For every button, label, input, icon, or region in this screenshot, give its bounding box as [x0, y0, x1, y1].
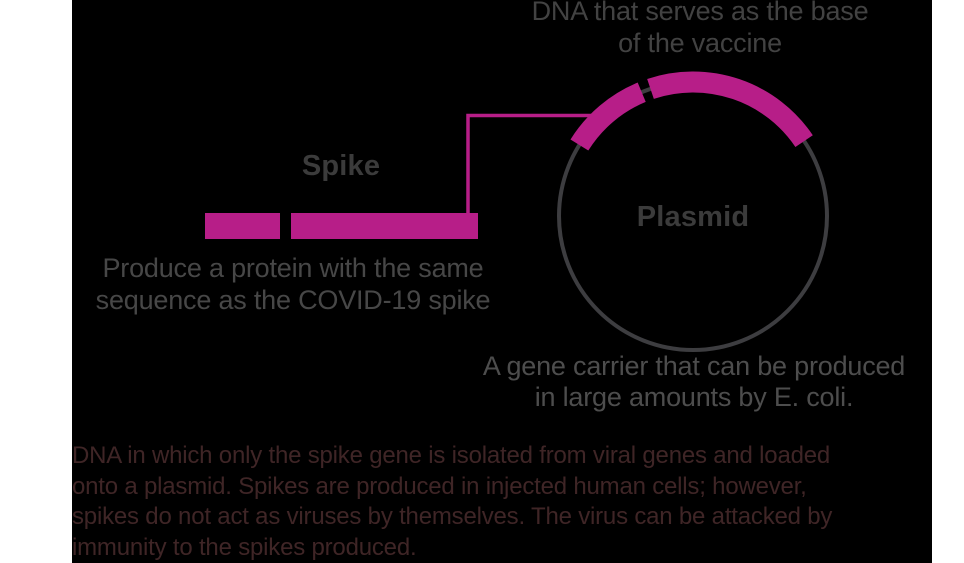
spike-note: Produce a protein with the same sequence… — [95, 253, 491, 315]
plasmid-note: A gene carrier that can be produced in l… — [482, 351, 906, 412]
spike-gene-bar-small — [205, 213, 280, 239]
connector-line — [466, 113, 592, 214]
dna-caption: DNA that serves as the base of the vacci… — [531, 0, 869, 58]
diagram-background — [72, 0, 932, 563]
plasmid-label: Plasmid — [636, 201, 750, 233]
footer-description: DNA in which only the spike gene is isol… — [72, 442, 833, 561]
insert-arc-large — [647, 71, 813, 148]
spike-gene-bar-large — [291, 213, 478, 239]
insert-arc-small — [570, 82, 646, 151]
spike-label: Spike — [301, 150, 381, 182]
